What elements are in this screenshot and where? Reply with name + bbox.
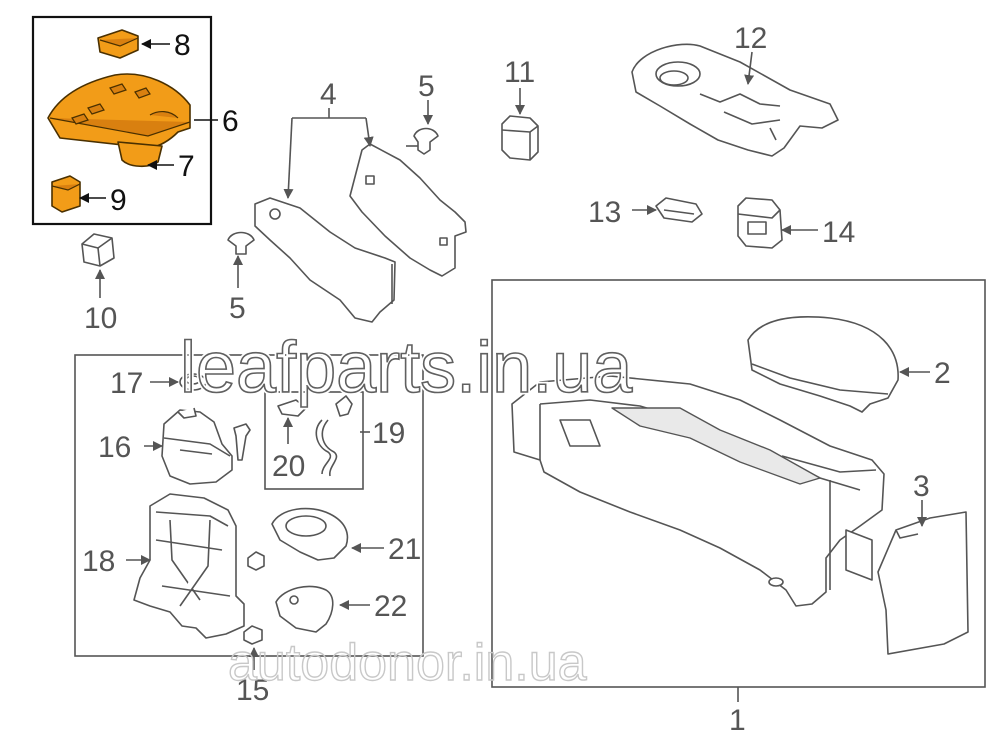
part-6-finisher xyxy=(47,73,191,149)
callout-21: 21 xyxy=(388,533,421,566)
part-4-panel-left xyxy=(254,197,396,323)
callout-13: 13 xyxy=(588,196,621,229)
part-3-rear-panel xyxy=(877,511,969,655)
callout-19: 19 xyxy=(372,417,405,450)
part-1-console-body xyxy=(511,375,885,607)
leader-12 xyxy=(744,51,755,85)
part-4-panel-right xyxy=(349,143,467,277)
callout-5-upper: 5 xyxy=(418,70,435,103)
callout-8: 8 xyxy=(174,29,191,62)
callout-12: 12 xyxy=(734,22,767,55)
part-5-clip-upper xyxy=(406,127,439,155)
part-21-bezel xyxy=(271,507,349,561)
callout-2: 2 xyxy=(934,357,951,390)
part-bolt xyxy=(233,423,251,461)
leader-4-left xyxy=(283,117,294,199)
callout-15: 15 xyxy=(236,674,269,707)
callout-22: 22 xyxy=(374,590,407,623)
part-13-sensor xyxy=(655,197,703,223)
callout-1: 1 xyxy=(729,704,746,737)
part-15-nut-lower xyxy=(243,625,263,645)
watermark-main-halo: leafparts.in.ua xyxy=(180,328,633,408)
part-12-cupholder-trim xyxy=(631,43,839,157)
part-11-switch xyxy=(501,115,539,161)
callout-9: 9 xyxy=(110,184,127,217)
part-2-armrest-lid xyxy=(747,316,899,413)
leader-4-right xyxy=(363,117,374,147)
part-17-ring xyxy=(179,373,207,391)
part-15-nut-upper xyxy=(247,551,265,571)
callout-5-lower: 5 xyxy=(229,292,246,325)
callout-14: 14 xyxy=(822,216,855,249)
part-16-shifter-mechanism xyxy=(161,407,233,485)
watermark-main: leafparts.in.ua xyxy=(180,328,633,408)
part-9-clip xyxy=(51,175,81,213)
part-19-wire-harness xyxy=(315,395,353,477)
part-8-clip xyxy=(97,29,139,59)
callout-16: 16 xyxy=(98,431,131,464)
part-5-clip-lower xyxy=(227,231,255,255)
callout-4: 4 xyxy=(320,78,337,111)
callout-7: 7 xyxy=(178,150,195,183)
part-20-connector xyxy=(277,399,307,417)
callout-18: 18 xyxy=(82,545,115,578)
part-7-boot xyxy=(117,141,163,168)
sub-group-box-19 xyxy=(264,391,364,490)
watermark-bottom: autodonor.in.ua xyxy=(228,634,587,692)
part-22-cover xyxy=(275,585,334,633)
callout-20: 20 xyxy=(272,450,305,483)
part-18-bracket xyxy=(133,493,245,639)
part-10-bracket xyxy=(81,233,115,267)
part-14-connector xyxy=(737,197,783,249)
callout-10: 10 xyxy=(84,302,117,335)
callout-3: 3 xyxy=(913,470,930,503)
callout-11: 11 xyxy=(504,56,535,89)
callout-6: 6 xyxy=(222,105,239,138)
callout-17: 17 xyxy=(110,367,143,400)
